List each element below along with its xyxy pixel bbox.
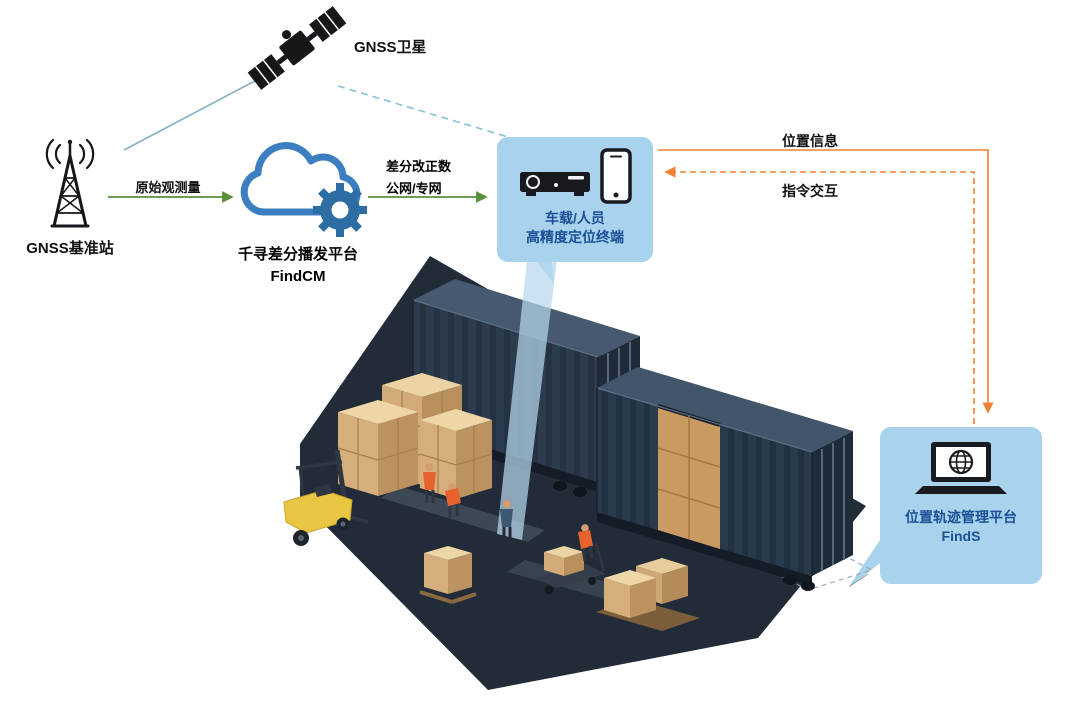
worker — [423, 463, 436, 503]
terminal-icons — [518, 148, 632, 204]
orange-arrows — [658, 149, 994, 424]
terminal-label-line1: 车载/人员 — [545, 210, 605, 226]
satellite-links — [123, 73, 519, 151]
vehicle-receiver-icon — [520, 172, 590, 196]
command-interaction-label: 指令交互 — [782, 183, 838, 199]
satellite-to-terminal-link — [337, 85, 519, 141]
base-station-label: GNSS基准站 — [26, 240, 114, 257]
pallet-bottom-right — [596, 558, 700, 631]
box-stack-bottom — [419, 546, 477, 604]
platform-label-line1: 位置轨迹管理平台 — [905, 509, 1017, 525]
shipping-container-front — [596, 367, 853, 591]
raw-observation-label: 原始观测量 — [135, 180, 201, 195]
corrections-label-line2: 公网/专网 — [386, 181, 442, 196]
positioning-beam — [497, 252, 558, 540]
pallet-stack-left — [337, 400, 419, 496]
platform-bubble: 位置轨迹管理平台 FindS — [880, 427, 1042, 584]
corrections-label-line1: 差分改正数 — [386, 159, 452, 174]
antenna-tower-icon — [14, 138, 134, 238]
position-info-label: 位置信息 — [782, 133, 838, 149]
terminal-bubble: 车载/人员 高精度定位终端 — [497, 137, 653, 262]
gear-icon — [313, 183, 367, 237]
satellite-label: GNSS卫星 — [354, 39, 427, 56]
warehouse-scene — [283, 252, 874, 690]
cloud-gear-icon — [228, 124, 373, 239]
satellite-to-base-link — [123, 73, 269, 151]
platform-label-line2: FindS — [941, 528, 981, 544]
position-info-arrow — [658, 149, 994, 414]
cloud-platform-product: FindCM — [270, 268, 326, 285]
terminal-label-line2: 高精度定位终端 — [526, 229, 624, 245]
pallet-jack — [536, 542, 606, 595]
worker-located — [500, 500, 513, 541]
corrections-label: 差分改正数 公网/专网 — [386, 156, 451, 200]
worker — [578, 524, 594, 562]
gnss-satellite-icon — [240, 0, 355, 95]
cloud-platform-label: 千寻差分播发平台 FindCM — [218, 244, 378, 288]
forklift — [283, 449, 369, 546]
laptop-globe-icon — [915, 442, 1007, 494]
globe-icon — [948, 449, 974, 475]
smartphone-icon — [600, 148, 632, 204]
command-interaction-arrow — [664, 166, 975, 424]
worker — [445, 483, 461, 518]
cloud-platform-name: 千寻差分播发平台 — [237, 246, 358, 263]
